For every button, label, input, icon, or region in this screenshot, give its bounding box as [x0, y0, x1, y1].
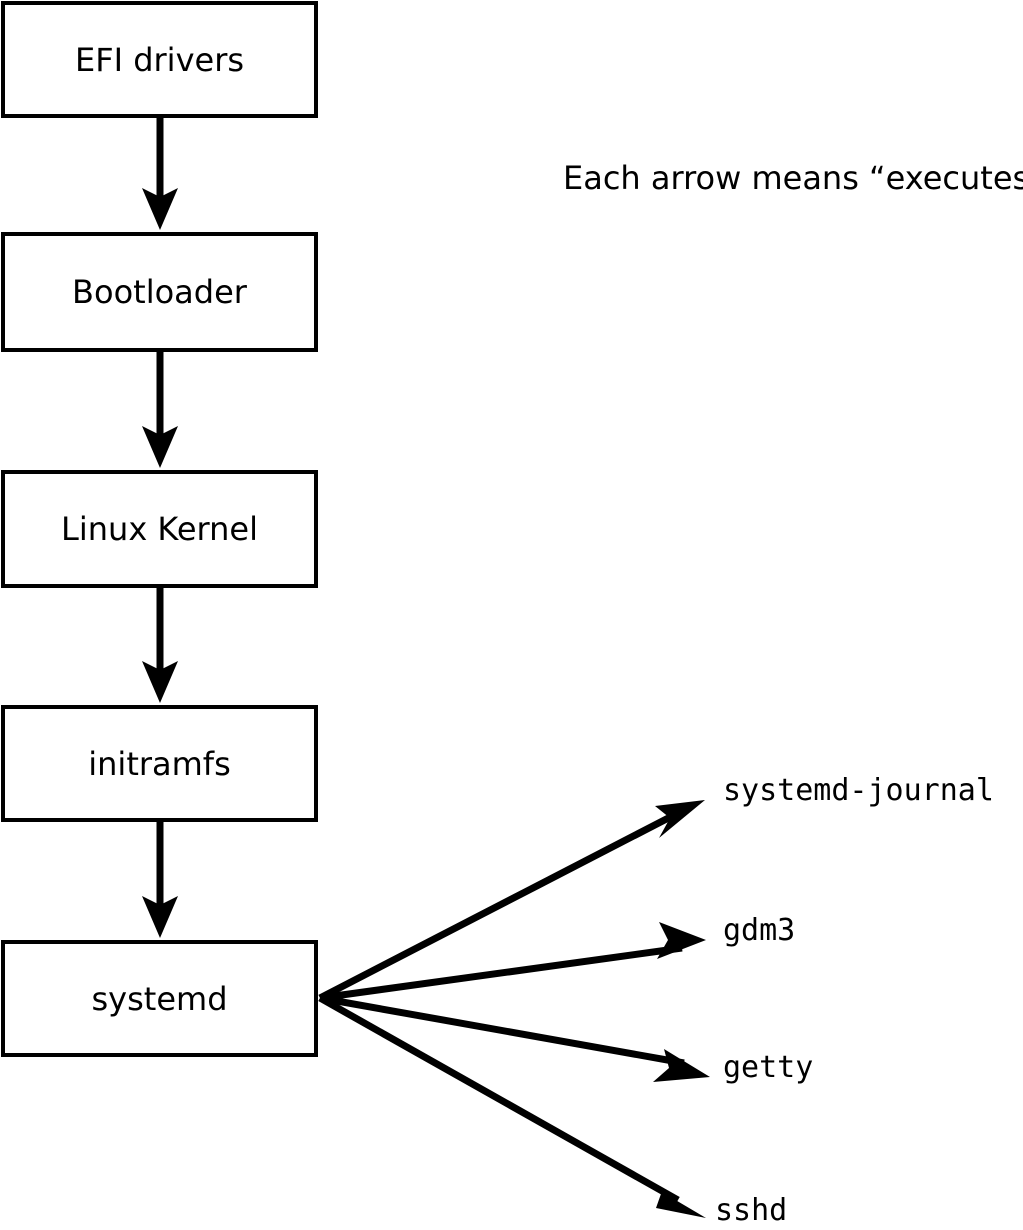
- fan-arrow-gdm3: [319, 922, 706, 1002]
- service-label-sshd[interactable]: sshd: [715, 1193, 788, 1228]
- node-bootloader[interactable]: Bootloader: [1, 232, 318, 352]
- node-efi-drivers-label: EFI drivers: [74, 40, 245, 79]
- chain-arrow-bootloader-to-kernel: [142, 352, 178, 468]
- node-linux-kernel[interactable]: Linux Kernel: [1, 470, 318, 588]
- node-initramfs[interactable]: initramfs: [1, 705, 318, 822]
- node-efi-drivers[interactable]: EFI drivers: [1, 1, 318, 118]
- chain-arrow-efi-to-bootloader: [142, 118, 178, 230]
- node-systemd-label: systemd: [91, 979, 228, 1018]
- chain-arrow-kernel-to-initramfs: [142, 588, 178, 703]
- node-initramfs-label: initramfs: [88, 744, 231, 783]
- chain-arrow-initramfs-to-systemd: [142, 822, 178, 938]
- node-bootloader-label: Bootloader: [72, 273, 247, 311]
- service-label-systemd-journal[interactable]: systemd-journal: [723, 773, 994, 808]
- service-label-getty[interactable]: getty: [723, 1050, 814, 1085]
- service-label-gdm3[interactable]: gdm3: [723, 913, 796, 948]
- legend-note: Each arrow means “executes”.: [563, 159, 1023, 197]
- fan-arrow-getty: [319, 994, 710, 1082]
- fan-arrow-systemd-journal: [318, 800, 705, 1002]
- node-systemd[interactable]: systemd: [1, 940, 318, 1057]
- fan-arrow-sshd: [318, 994, 706, 1218]
- node-linux-kernel-label: Linux Kernel: [61, 510, 258, 548]
